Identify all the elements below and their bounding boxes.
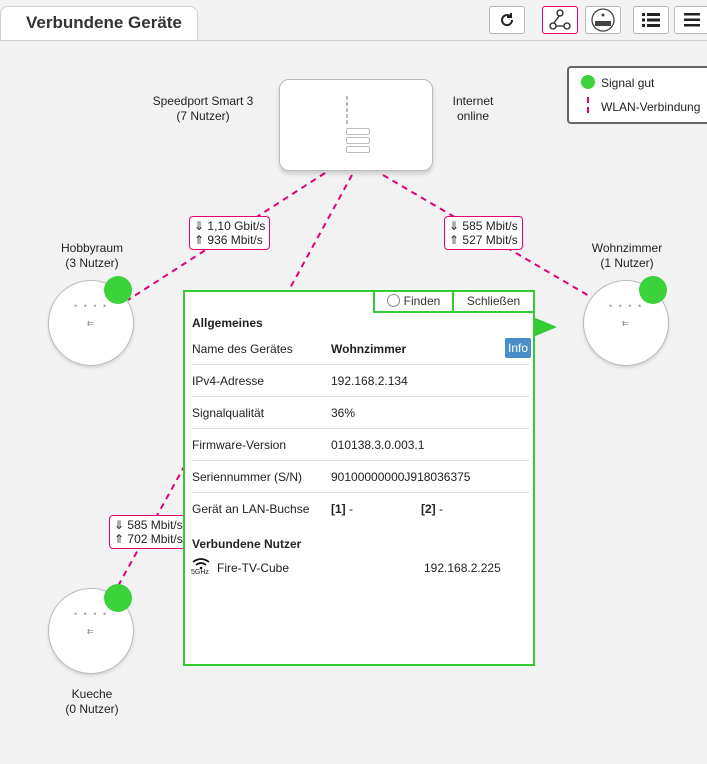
close-label: Schließen [466,294,521,308]
wohnzimmer-users: (1 Nutzer) [600,256,654,270]
row-value: 010138.3.0.003.1 [331,438,425,452]
detail-row-signal: Signalqualität 36% [191,397,529,429]
info-button[interactable]: Info [505,338,531,358]
close-button[interactable]: Schließen [452,292,535,313]
lan-port-1: [1] [331,502,346,516]
router-device[interactable] [279,79,433,171]
router-name: Speedport Smart 3 [152,94,254,108]
row-key: Firmware-Version [192,438,287,452]
detail-row-name: Name des Gerätes Wohnzimmer [191,333,529,365]
detail-row-lan: Gerät an LAN-Buchse [1] - [2] - [191,493,529,525]
hobbyraum-up: ⇑ 936 Mbit/s [194,233,263,247]
find-icon [386,294,400,307]
router-users: (7 Nutzer) [176,109,230,123]
router-status-leds [346,96,370,153]
top-bar: Verbundene Geräte [0,0,707,41]
router-label: Speedport Smart 3 (7 Nutzer) [140,94,266,124]
row-key: Seriennummer (S/N) [192,470,303,484]
menu-button[interactable] [674,6,707,34]
hobbyraum-down: ⇓ 1,10 Gbit/s [194,219,266,233]
internet-status: Internet online [443,94,503,124]
wohnzimmer-name: Wohnzimmer [591,241,663,255]
hobbyraum-users: (3 Nutzer) [65,256,119,270]
section-general-heading: Allgemeines [192,316,263,330]
plug-icon: ⇇ [87,319,94,328]
hobbyraum-label: Hobbyraum (3 Nutzer) [52,241,132,271]
legend-wlan-connection: WLAN-Verbindung [601,100,701,114]
wifi-band-label: 5GHz [191,569,209,576]
device-name-value: Wohnzimmer [331,342,407,356]
link-line-kueche-upper [288,174,353,291]
kueche-up: ⇑ 702 Mbit/s [114,532,183,546]
refresh-icon [501,13,514,27]
row-value: 90100000000J918036375 [331,470,471,484]
wlan-line-marker [587,97,591,113]
legend: Signal gut WLAN-Verbindung [567,66,707,124]
wohnzimmer-label: Wohnzimmer (1 Nutzer) [582,241,672,271]
signal-indicator-kueche [104,584,132,612]
network-view-icon [549,9,571,30]
network-view-button[interactable] [542,6,578,34]
wohnzimmer-up: ⇑ 527 Mbit/s [449,233,518,247]
find-button[interactable]: Finden [373,292,454,313]
lan-port-2-value: - [439,502,444,516]
row-value: 192.168.2.134 [331,374,408,388]
connected-user-row[interactable]: 5GHz Fire-TV-Cube 192.168.2.225 [191,557,529,581]
row-key: Gerät an LAN-Buchse [192,502,310,516]
user-ip: 192.168.2.225 [424,561,501,575]
detail-row-firmware: Firmware-Version 010138.3.0.003.1 [191,429,529,461]
plug-icon: ⇇ [622,319,629,328]
kueche-label: Kueche (0 Nutzer) [52,687,132,717]
kueche-name: Kueche [71,687,113,701]
router-view-icon [591,8,615,32]
row-key: Name des Gerätes [192,342,293,356]
wohnzimmer-down: ⇓ 585 Mbit/s [449,219,518,233]
legend-signal-good: Signal gut [601,76,655,90]
link-speed-kueche: ⇓ 585 Mbit/s ⇑ 702 Mbit/s [109,515,188,549]
kueche-users: (0 Nutzer) [65,702,119,716]
detail-row-ipv4: IPv4-Adresse 192.168.2.134 [191,365,529,397]
user-name: Fire-TV-Cube [217,561,290,575]
internet-label: Internet [452,94,494,108]
link-speed-hobbyraum: ⇓ 1,10 Gbit/s ⇑ 936 Mbit/s [189,216,271,250]
refresh-button[interactable] [489,6,525,34]
router-view-button[interactable] [585,6,621,34]
row-key: Signalqualität [192,406,265,420]
signal-indicator-hobbyraum [104,276,132,304]
section-users-heading: Verbundene Nutzer [192,537,302,551]
plug-icon: ⇇ [87,627,94,636]
lan-port-1-value: - [349,502,354,516]
hobbyraum-name: Hobbyraum [60,241,124,255]
wifi-5ghz-icon: 5GHz [191,557,213,579]
link-speed-wohnzimmer: ⇓ 585 Mbit/s ⇑ 527 Mbit/s [444,216,523,250]
row-value: 36% [331,406,356,420]
device-detail-panel: Finden Schließen Allgemeines Name des Ge… [183,290,535,666]
panel-pointer-arrow [533,317,557,337]
menu-icon [684,13,700,27]
list-view-button[interactable] [633,6,669,34]
signal-indicator-wohnzimmer [639,276,667,304]
row-key: IPv4-Adresse [192,374,265,388]
internet-state: online [456,109,490,123]
lan-port-2: [2] [421,502,436,516]
find-label: Finden [403,294,441,308]
kueche-down: ⇓ 585 Mbit/s [114,518,183,532]
page-title-tab[interactable]: Verbundene Geräte [0,6,198,40]
detail-row-serial: Seriennummer (S/N) 90100000000J918036375 [191,461,529,493]
signal-good-dot [581,75,595,89]
list-view-icon [642,13,660,27]
